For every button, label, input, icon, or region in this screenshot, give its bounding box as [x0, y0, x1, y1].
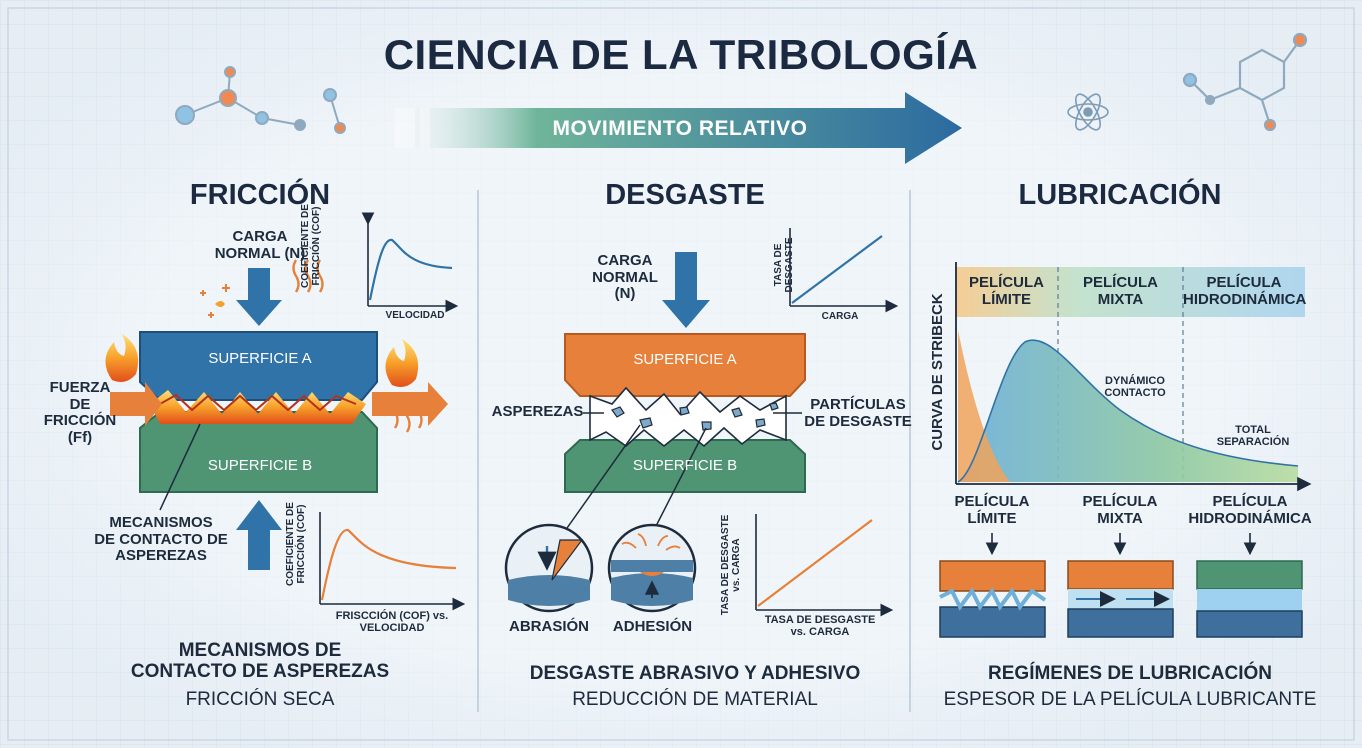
wear-diagram: [554, 252, 806, 546]
page-title: CIENCIA DE LA TRIBOLOGÍA: [383, 31, 979, 78]
friction-chart1-xlabel: VELOCIDAD: [385, 310, 445, 321]
lubrication-caption-sub: ESPESOR DE LA PELÍCULA LUBRICANTE: [943, 689, 1317, 710]
wear-rate-chart-bottom: [755, 514, 894, 617]
friction-surface-b-label: SUPERFICIE B: [207, 457, 313, 474]
wear-chart1-xlabel: CARGA: [821, 311, 859, 322]
wear-caption-title: DESGASTE ABRASIVO Y ADHESIVO: [529, 663, 861, 684]
friction-mechanisms-label: MECANISMOS DE CONTACTO DE ASPEREZAS: [94, 514, 228, 564]
wear-load-label: CARGA NORMAL (N): [592, 252, 658, 302]
wear-caption-sub: REDUCCIÓN DE MATERIAL: [572, 689, 818, 710]
friction-force-label: FUERZA DE FRICCIÓN (Ff): [43, 379, 117, 446]
wear-surface-a-label: SUPERFICIE A: [633, 351, 737, 368]
friction-caption-sub: FRICCIÓN SECA: [185, 689, 335, 710]
lubrication-heading: LUBRICACIÓN: [1018, 179, 1222, 211]
wear-particles-label: PARTÍCULAS DE DESGASTE: [804, 396, 912, 430]
atom-icon: [1067, 93, 1109, 131]
film-regimes: [939, 533, 1303, 638]
wear-chart2-ylabel: TASA DE DESGASTE vs. CARGA: [720, 514, 742, 616]
adhesion-label: ADHESIÓN: [612, 618, 693, 635]
friction-chart1-ylabel: COEFICIENTE DE FRICCIÓN (COF): [300, 204, 322, 288]
film-hydro-label: PELÍCULA HIDRODINÁMICA: [1188, 493, 1312, 527]
friction-diagram: [105, 259, 448, 570]
friction-surface-a-label: SUPERFICIE A: [208, 350, 312, 367]
wear-asperities-label: ASPEREZAS: [491, 403, 584, 420]
friction-load-label: CARGA NORMAL (N): [214, 228, 306, 262]
banner-label: MOVIMIENTO RELATIVO: [552, 117, 808, 140]
wear-heading: DESGASTE: [605, 179, 765, 211]
friction-chart2-xlabel: FRISCCIÓN (COF) vs. VELOCIDAD: [335, 610, 449, 635]
lubrication-caption-title: REGÍMENES DE LUBRICACIÓN: [988, 663, 1272, 684]
friction-chart2-ylabel: COEFICIENTE DE FRICCIÓN (COF): [285, 502, 307, 586]
friction-caption-title: MECANISMOS DE CONTACTO DE ASPEREZAS: [130, 640, 390, 682]
wear-chart2-xlabel: TASA DE DESGASTE vs. CARGA: [764, 614, 876, 639]
film-mixed-label: PELÍCULA MIXTA: [1082, 493, 1158, 527]
adhesion-icon: [607, 523, 697, 613]
stribeck-axis-label: CURVA DE STRIBECK: [929, 293, 946, 451]
wear-surface-b-label: SUPERFICIE B: [632, 457, 738, 474]
wear-chart1-ylabel: TASA DE DESGASTE: [773, 237, 795, 293]
friction-cof-chart-top: [361, 212, 459, 313]
total-separation-label: TOTAL SEPARACIÓN: [1216, 424, 1290, 449]
abrasion-label: ABRASIÓN: [508, 618, 589, 635]
wear-rate-chart-top: [789, 228, 899, 313]
molecule-icon: [175, 66, 346, 134]
dynamic-contact-label: DYNÁMICO CONTACTO: [1104, 375, 1166, 400]
hexagon-molecule-icon: [1182, 32, 1308, 132]
friction-heading: FRICCIÓN: [189, 179, 331, 211]
regime-mixed-label: PELÍCULA MIXTA: [1083, 274, 1158, 308]
stribeck-chart: [955, 262, 1312, 492]
abrasion-icon: [504, 523, 594, 613]
film-boundary-label: PELÍCULA LÍMITE: [954, 493, 1030, 527]
friction-cof-chart-bottom: [319, 512, 466, 611]
regime-boundary-label: PELÍCULA LÍMITE: [969, 274, 1044, 308]
regime-hydro-label: PELÍCULA HIDRODINÁMICA: [1183, 274, 1307, 308]
relative-motion-arrow: [395, 92, 962, 164]
